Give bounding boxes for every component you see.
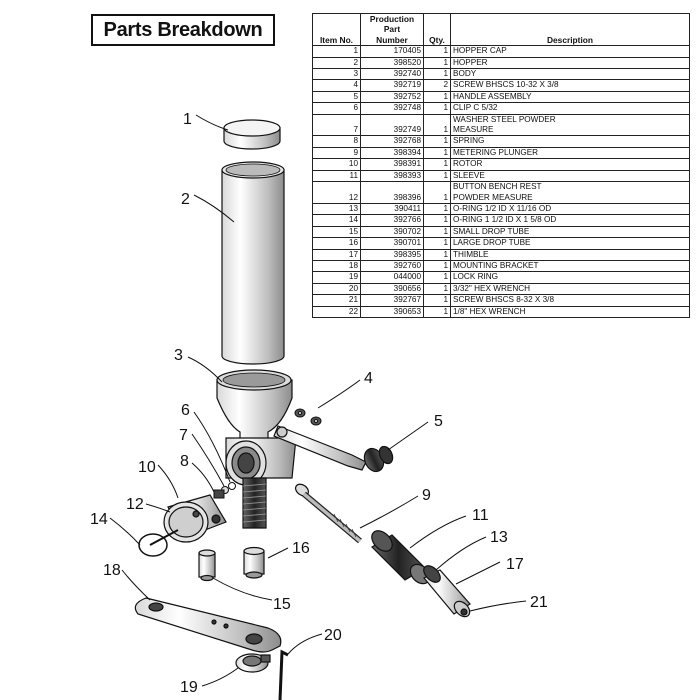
- hopper-tube-part: [221, 161, 285, 365]
- callout-3: 3: [174, 347, 183, 364]
- callout-12: 12: [126, 496, 144, 513]
- screws-part: [294, 408, 322, 426]
- callout-16: 16: [292, 540, 310, 557]
- leader-lines: [109, 114, 527, 687]
- header-item-no: Item No.: [312, 12, 361, 47]
- callout-labels: 1 2 3 4 5 6 7 8 9 10 11 12 13 14 15 16 1…: [90, 111, 548, 696]
- callout-8: 8: [180, 453, 189, 470]
- callout-21: 21: [530, 594, 548, 611]
- description-cell: CLIP C 5/32: [450, 102, 690, 115]
- metering-plunger-part: [294, 483, 362, 544]
- callout-13: 13: [490, 529, 508, 546]
- hopper-cap-part: [223, 119, 281, 150]
- callout-14: 14: [90, 511, 108, 528]
- body-part: [216, 369, 297, 529]
- sleeve-thimble-part: [371, 530, 471, 618]
- callout-2: 2: [181, 191, 190, 208]
- page-title: Parts Breakdown: [91, 14, 275, 46]
- callout-9: 9: [422, 487, 431, 504]
- callout-7: 7: [179, 427, 188, 444]
- callout-19: 19: [180, 679, 198, 696]
- rotor-part: [138, 494, 227, 557]
- callout-15: 15: [273, 596, 291, 613]
- part-number-cell: 390653: [360, 305, 424, 318]
- callout-4: 4: [364, 370, 373, 387]
- callout-6: 6: [181, 402, 190, 419]
- drop-tubes-part: [198, 546, 265, 582]
- item-no-cell: 22: [312, 305, 361, 318]
- callout-17: 17: [506, 556, 524, 573]
- callout-18: 18: [103, 562, 121, 579]
- callout-20: 20: [324, 627, 342, 644]
- description-cell: 1/8" HEX WRENCH: [450, 305, 690, 318]
- mounting-bracket-part: [134, 597, 282, 653]
- callout-5: 5: [434, 413, 443, 430]
- header-description: Description: [450, 12, 690, 47]
- callout-10: 10: [138, 459, 156, 476]
- handle-assembly-part: [273, 425, 394, 473]
- qty-cell: 1: [423, 305, 451, 318]
- clip-washer-spring-part: [213, 482, 236, 499]
- description-cell: SLEEVE: [450, 169, 690, 183]
- lock-ring-wrench-part: [235, 649, 289, 700]
- callout-1: 1: [183, 111, 192, 128]
- callout-11: 11: [472, 507, 489, 524]
- item-no-cell: 6: [312, 102, 361, 115]
